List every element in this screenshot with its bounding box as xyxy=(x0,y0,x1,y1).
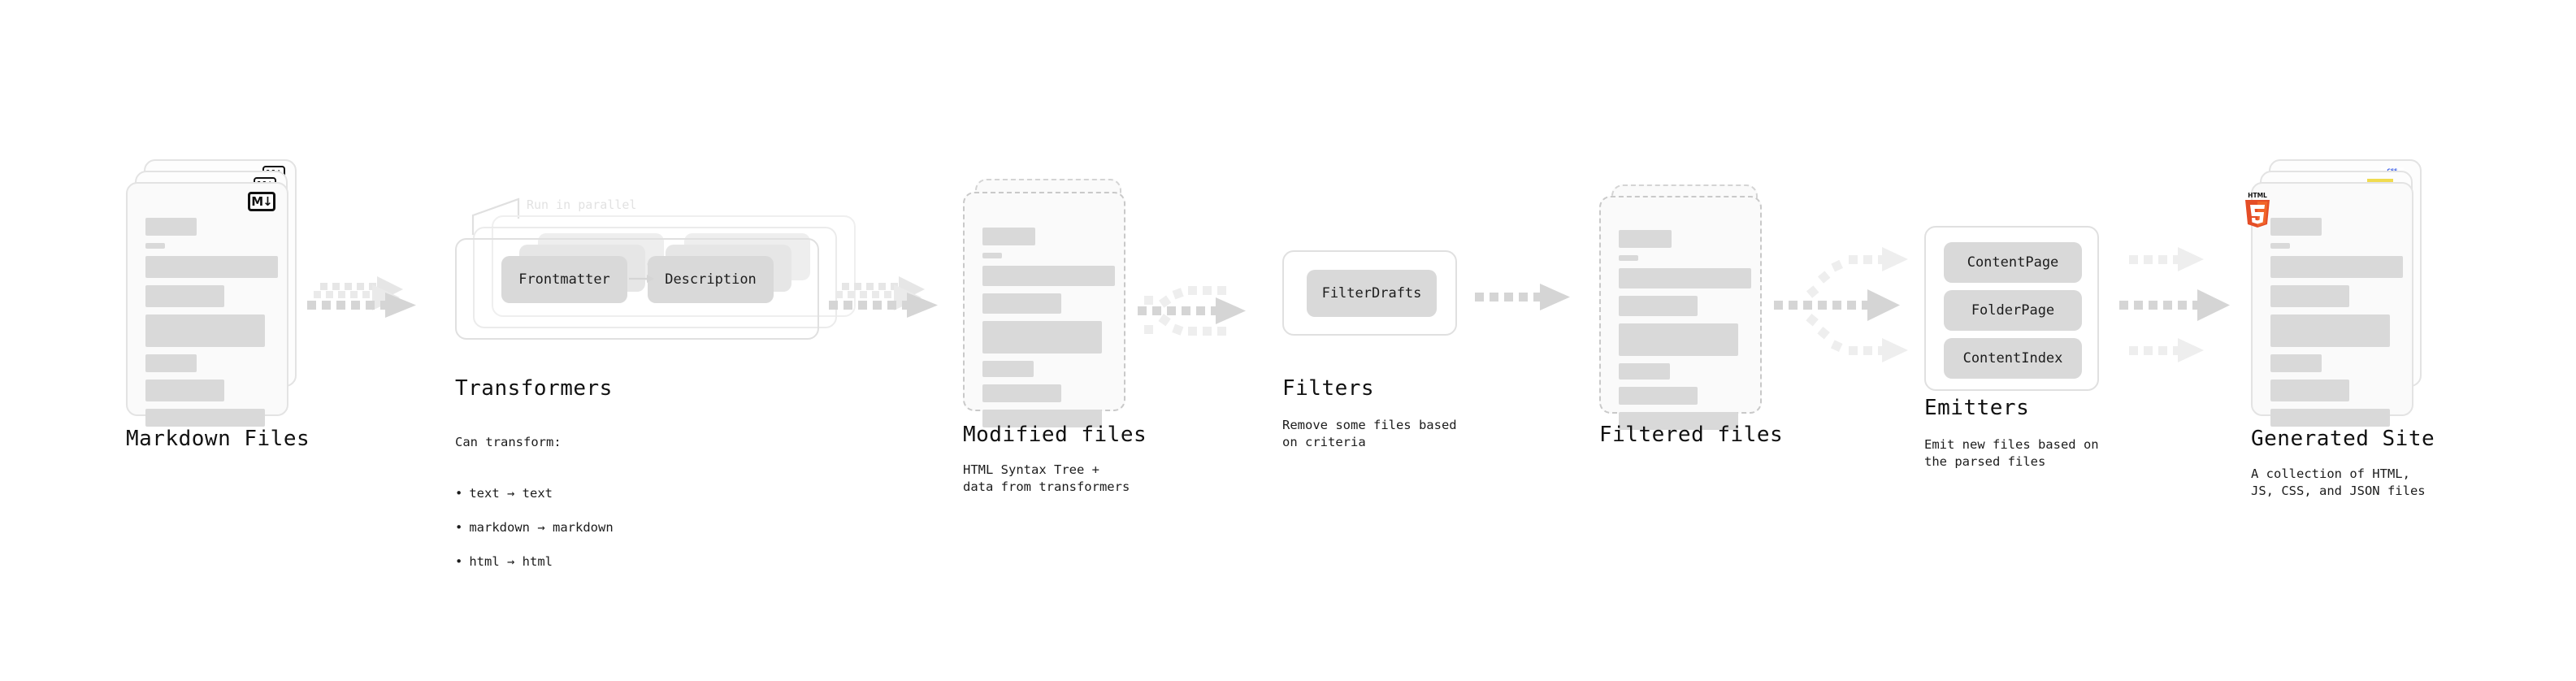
modified-files-title: Modified files xyxy=(963,423,1147,447)
arrow-emitters-to-site xyxy=(2119,247,2230,362)
arrow-transformers-to-modified xyxy=(829,276,938,318)
chip-frontmatter[interactable]: Frontmatter xyxy=(501,256,627,303)
chip-description[interactable]: Description xyxy=(648,256,774,303)
arrow-modified-to-filters xyxy=(1138,286,1246,336)
transformers-bullet-html: html → html xyxy=(455,553,614,570)
run-in-parallel-bracket xyxy=(471,197,520,235)
site-file-card-html: HTML xyxy=(2245,182,2413,427)
transformers-group-front[interactable]: Frontmatter Description xyxy=(455,238,819,340)
filters-title: Filters xyxy=(1282,376,1375,401)
transformer-flow-arrow xyxy=(629,275,654,283)
markdown-file-card-front: M↓ xyxy=(126,182,288,427)
transformers-subtitle: Can transform: text → text markdown → ma… xyxy=(455,417,614,605)
modified-files-subtitle: HTML Syntax Tree + data from transformer… xyxy=(963,462,1130,494)
filtered-files-title: Filtered files xyxy=(1599,423,1784,447)
transformers-sub-lead: Can transform: xyxy=(455,435,562,449)
generated-site-subtitle: A collection of HTML, JS, CSS, and JSON … xyxy=(2251,466,2426,498)
filters-subtitle: Remove some files based on criteria xyxy=(1282,418,1457,449)
generated-site-title: Generated Site xyxy=(2251,427,2435,451)
transformers-title: Transformers xyxy=(455,376,613,401)
emitters-group[interactable]: ContentPage FolderPage ContentIndex xyxy=(1924,226,2099,391)
filtered-file-card-front xyxy=(1599,196,1762,430)
chip-contentpage[interactable]: ContentPage xyxy=(1944,242,2082,283)
arrow-markdown-to-transformers xyxy=(307,276,416,318)
emitters-title: Emitters xyxy=(1924,396,2030,420)
chip-folderpage[interactable]: FolderPage xyxy=(1944,290,2082,331)
document-placeholder-lines xyxy=(2270,218,2403,434)
filters-group[interactable]: FilterDrafts xyxy=(1282,250,1457,336)
transformers-bullet-markdown: markdown → markdown xyxy=(455,519,613,536)
document-placeholder-lines xyxy=(145,218,278,434)
transformers-bullet-text: text → text xyxy=(455,485,614,502)
document-placeholder-lines xyxy=(982,228,1115,435)
arrow-filters-to-filtered xyxy=(1475,284,1570,310)
chip-filterdrafts[interactable]: FilterDrafts xyxy=(1307,270,1437,317)
markdown-files-title: Markdown Files xyxy=(126,427,310,451)
run-in-parallel-label: Run in parallel xyxy=(527,197,637,212)
html5-icon: HTML xyxy=(2241,190,2274,229)
chip-contentindex[interactable]: ContentIndex xyxy=(1944,338,2082,379)
svg-text:HTML: HTML xyxy=(2248,192,2267,199)
modified-file-card-front xyxy=(963,192,1125,427)
emitters-subtitle: Emit new files based on the parsed files xyxy=(1924,437,2099,469)
arrow-filtered-to-emitters xyxy=(1774,247,1908,362)
markdown-badge-front: M↓ xyxy=(248,192,275,211)
document-placeholder-lines xyxy=(1619,230,1751,437)
